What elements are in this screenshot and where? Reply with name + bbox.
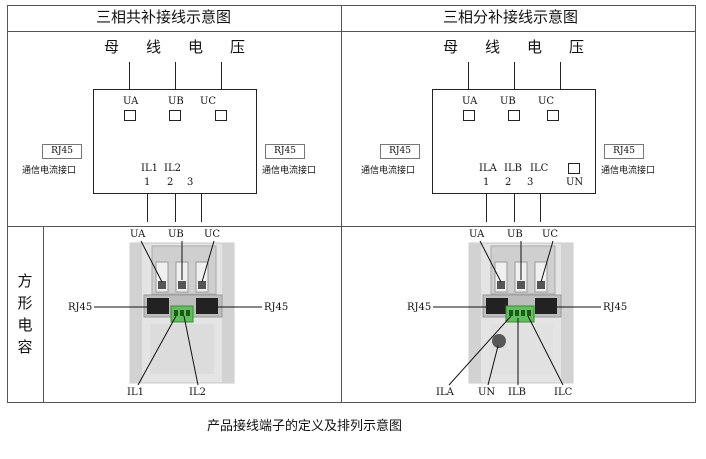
left-comm-port-2: 通信电流接口: [262, 166, 317, 176]
right-num-3: 3: [527, 177, 534, 188]
right-leader-un: [487, 345, 499, 386]
right-rj45-tag-1: RJ45: [380, 144, 420, 159]
right-term-un: UN: [566, 177, 584, 188]
right-term-ilc: ILC: [530, 163, 549, 174]
right-photo-rj45-l: RJ45: [407, 302, 432, 313]
left-terminal-uc: [215, 110, 227, 121]
right-term-ub: UB: [500, 96, 516, 107]
side-char-2: 形: [17, 294, 33, 312]
right-photo-uc: UC: [542, 229, 559, 240]
right-comm-port-2: 通信电流接口: [601, 166, 656, 176]
left-term-uc: UC: [200, 96, 217, 107]
left-leader-uc: [201, 240, 215, 283]
right-leader-ilc: [527, 315, 564, 386]
right-bus-char-4: 压: [569, 38, 585, 56]
right-photo-ub: UB: [507, 229, 523, 240]
right-controller-box: [432, 89, 596, 194]
left-photo-il1: IL1: [127, 387, 144, 398]
left-comm-port-1: 通信电流接口: [22, 166, 77, 176]
right-num-1: 1: [483, 177, 490, 188]
side-char-1: 方: [17, 272, 33, 290]
right-term-uc: UC: [538, 96, 555, 107]
outer-frame: [7, 5, 696, 403]
left-photo-ua: UA: [130, 229, 146, 240]
left-rj45-tag-2: RJ45: [265, 144, 305, 159]
side-char-3: 电: [17, 316, 33, 334]
left-num-3: 3: [187, 177, 194, 188]
right-comm-port-1: 通信电流接口: [361, 166, 416, 176]
figure-caption: 产品接线端子的定义及排列示意图: [207, 419, 403, 434]
side-char-4: 容: [17, 338, 33, 356]
left-photo-uc: UC: [204, 229, 221, 240]
left-rj45-tag-1: RJ45: [42, 144, 82, 159]
right-terminal-ua: [463, 110, 475, 121]
right-terminal-uc: [547, 110, 559, 121]
left-num-2: 2: [167, 177, 174, 188]
right-leader-ila: [448, 315, 512, 386]
right-term-ilb: ILB: [504, 163, 522, 174]
left-controller-box: [93, 89, 257, 194]
left-bus-char-3: 电: [188, 38, 204, 56]
left-photo-rj45-r: RJ45: [264, 302, 289, 313]
left-term-ub: UB: [168, 96, 184, 107]
left-photo-ub: UB: [168, 229, 184, 240]
left-num-1: 1: [144, 177, 151, 188]
left-bus-char-1: 母: [104, 38, 120, 56]
right-photo-ua: UA: [469, 229, 485, 240]
right-terminal-ub: [508, 110, 520, 121]
right-leader-uc: [540, 240, 554, 283]
right-bus-char-1: 母: [443, 38, 459, 56]
left-leader-il2: [183, 315, 199, 386]
left-photo-il2: IL2: [189, 387, 206, 398]
right-num-2: 2: [505, 177, 512, 188]
left-term-il1: IL1: [141, 163, 158, 174]
left-terminal-ub: [169, 110, 181, 121]
right-photo-rj45-r: RJ45: [603, 302, 628, 313]
right-photo-un: UN: [478, 387, 496, 398]
right-term-ua: UA: [462, 96, 478, 107]
left-device-photo: [129, 242, 235, 384]
left-terminal-ua: [124, 110, 136, 121]
right-photo-ilc: ILC: [554, 387, 573, 398]
right-bus-char-3: 电: [527, 38, 543, 56]
right-term-ila: ILA: [479, 163, 497, 174]
left-bus-char-4: 压: [230, 38, 246, 56]
right-photo-ilb: ILB: [508, 387, 526, 398]
left-bus-char-2: 线: [146, 38, 162, 56]
left-term-il2: IL2: [164, 163, 181, 174]
right-terminal-un: [568, 163, 580, 174]
right-rj45-tag-2: RJ45: [604, 144, 644, 159]
right-panel-title: 三相分补接线示意图: [443, 8, 579, 26]
right-photo-ila: ILA: [436, 387, 454, 398]
neutral-terminal: [492, 334, 506, 348]
left-term-ua: UA: [123, 96, 139, 107]
left-panel-title: 三相共补接线示意图: [96, 8, 232, 26]
left-photo-rj45-l: RJ45: [68, 302, 93, 313]
left-leader-ua: [140, 240, 163, 283]
left-leader-il1: [137, 315, 177, 386]
right-leader-ua: [479, 240, 502, 283]
right-bus-char-2: 线: [485, 38, 501, 56]
